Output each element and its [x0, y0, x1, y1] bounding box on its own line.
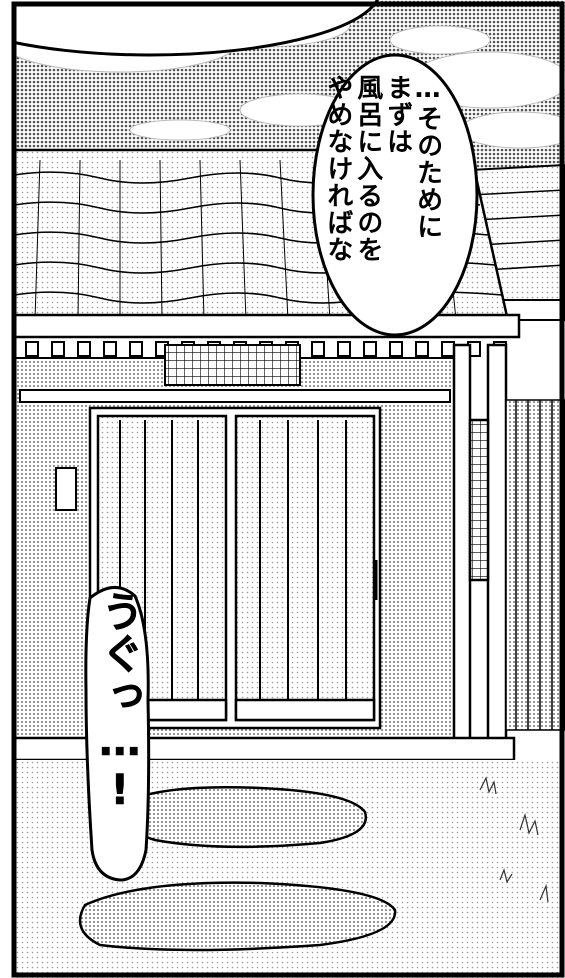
fence: [505, 399, 565, 731]
speech-bubble-text: …そのために まずは 風呂に入るのを やめなければな: [322, 74, 443, 344]
sound-effect-text: うぐっ…!: [95, 590, 145, 815]
intercom-panel: [55, 467, 77, 511]
transom-window: [164, 344, 301, 386]
speech-line: まずは: [382, 74, 413, 155]
speech-line: …そのために: [412, 74, 443, 240]
stepping-stone: [126, 785, 368, 849]
panel-border: [11, 1, 565, 978]
speech-bubble: [311, 53, 479, 337]
sfx-backing: [84, 586, 151, 882]
speech-line: 風呂に入るのを: [352, 74, 383, 263]
stepping-stone: [78, 881, 397, 952]
speech-line: やめなければな: [322, 74, 353, 263]
top-bubble-edge: [14, 0, 379, 57]
grass: [479, 776, 549, 903]
